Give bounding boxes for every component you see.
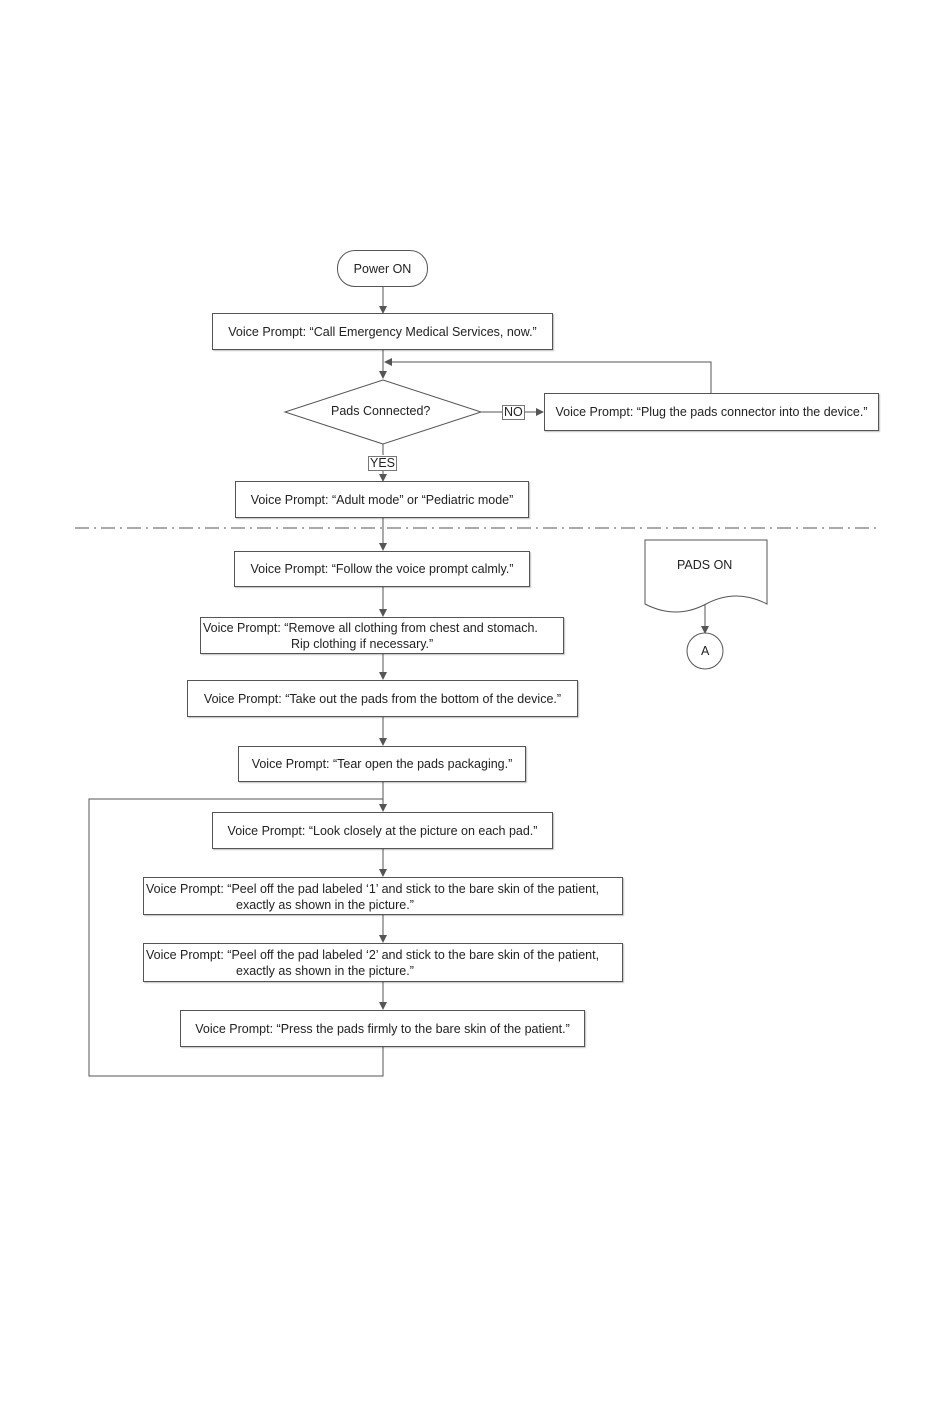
arrow-press-loop: [88, 798, 384, 1077]
step-press: Voice Prompt: “Press the pads firmly to …: [180, 1010, 585, 1047]
step-remove-line1: Voice Prompt: “Remove all clothing from …: [203, 621, 538, 635]
step-press-text: Voice Prompt: “Press the pads firmly to …: [195, 1021, 570, 1036]
step-mode-text: Voice Prompt: “Adult mode” or “Pediatric…: [250, 492, 514, 507]
step-tear: Voice Prompt: “Tear open the pads packag…: [238, 746, 526, 782]
step-call-ems-text: Voice Prompt: “Call Emergency Medical Se…: [228, 324, 537, 339]
step-remove-clothing: Voice Prompt: “Remove all clothing from …: [200, 617, 564, 654]
pads-on-label: PADS ON: [677, 558, 733, 572]
step-look-text: Voice Prompt: “Look closely at the pictu…: [227, 823, 538, 838]
decision-label: Pads Connected?: [331, 404, 431, 418]
start-terminal: Power ON: [337, 250, 428, 287]
step-peel1-line1: Voice Prompt: “Peel off the pad labeled …: [146, 882, 600, 896]
decision-diamond: [283, 379, 483, 445]
step-look: Voice Prompt: “Look closely at the pictu…: [212, 812, 553, 849]
step-tear-text: Voice Prompt: “Tear open the pads packag…: [251, 757, 513, 771]
connector-circle: [686, 632, 724, 670]
step-follow-text: Voice Prompt: “Follow the voice prompt c…: [250, 562, 514, 576]
step-mode: Voice Prompt: “Adult mode” or “Pediatric…: [235, 481, 529, 518]
yes-label: YES: [368, 456, 398, 471]
step-take-out-text: Voice Prompt: “Take out the pads from th…: [203, 691, 562, 706]
step-peel2-line2: exactly as shown in the picture.”: [236, 964, 414, 978]
step-take-out: Voice Prompt: “Take out the pads from th…: [187, 680, 578, 717]
step-plug-pads-text: Voice Prompt: “Plug the pads connector i…: [555, 405, 868, 419]
step-follow: Voice Prompt: “Follow the voice prompt c…: [234, 551, 530, 587]
step-call-ems: Voice Prompt: “Call Emergency Medical Se…: [212, 313, 553, 350]
step-plug-pads: Voice Prompt: “Plug the pads connector i…: [544, 393, 879, 431]
step-peel2-line1: Voice Prompt: “Peel off the pad labeled …: [146, 948, 600, 962]
step-peel-pad-2: Voice Prompt: “Peel off the pad labeled …: [143, 943, 623, 982]
connector-a-label: A: [701, 644, 710, 658]
arrow-plug-loop: [384, 358, 712, 393]
pads-on-document-shape: [644, 539, 768, 613]
start-label: Power ON: [353, 261, 412, 276]
step-peel1-line2: exactly as shown in the picture.”: [236, 898, 414, 912]
step-remove-line2: Rip clothing if necessary.”: [291, 637, 434, 651]
no-label: NO: [502, 405, 525, 420]
step-peel-pad-1: Voice Prompt: “Peel off the pad labeled …: [143, 877, 623, 915]
